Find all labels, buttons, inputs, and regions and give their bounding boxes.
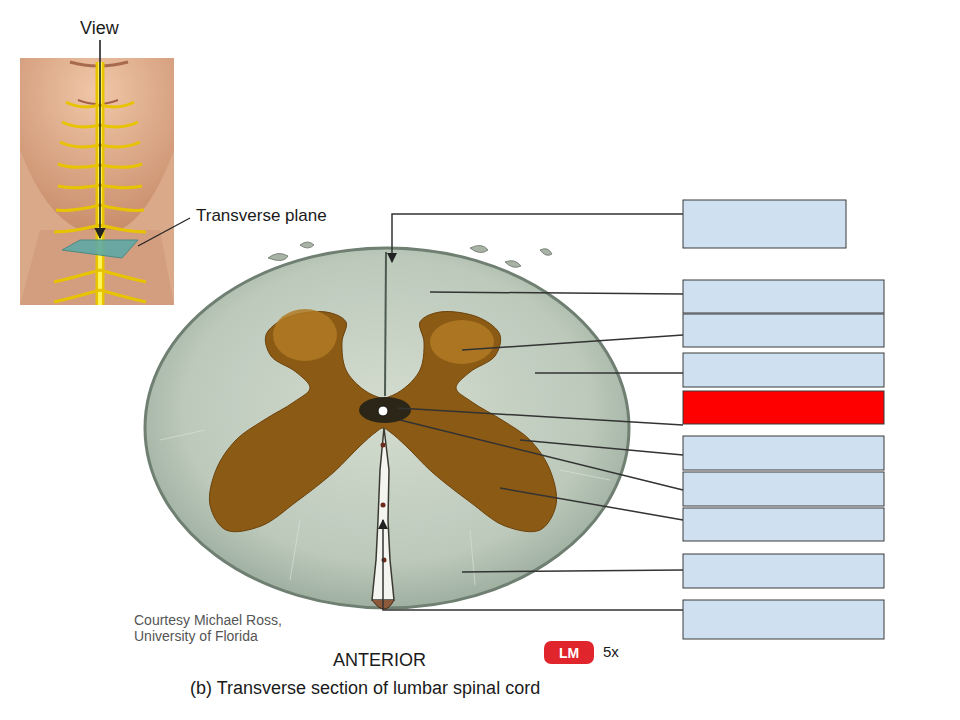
view-arrow (99, 40, 101, 238)
central-canal (378, 406, 388, 416)
spinal-cord-section (145, 248, 629, 609)
posterior-median-sulcus (385, 252, 386, 396)
plane-label: Transverse plane (196, 206, 327, 226)
badge-text: LM (559, 645, 579, 661)
magnification-label: 5x (603, 643, 619, 660)
magnification-badge: LM (544, 641, 594, 664)
label-boxes (683, 200, 884, 639)
view-label: View (80, 18, 119, 39)
credit-note: Courtesy Michael Ross, University of Flo… (134, 612, 309, 644)
leader-lines (383, 214, 683, 610)
figure-caption: (b) Transverse section of lumbar spinal … (190, 678, 540, 699)
inset-figure (20, 58, 174, 305)
leader-line (138, 218, 190, 246)
orientation-label: ANTERIOR (333, 650, 426, 671)
